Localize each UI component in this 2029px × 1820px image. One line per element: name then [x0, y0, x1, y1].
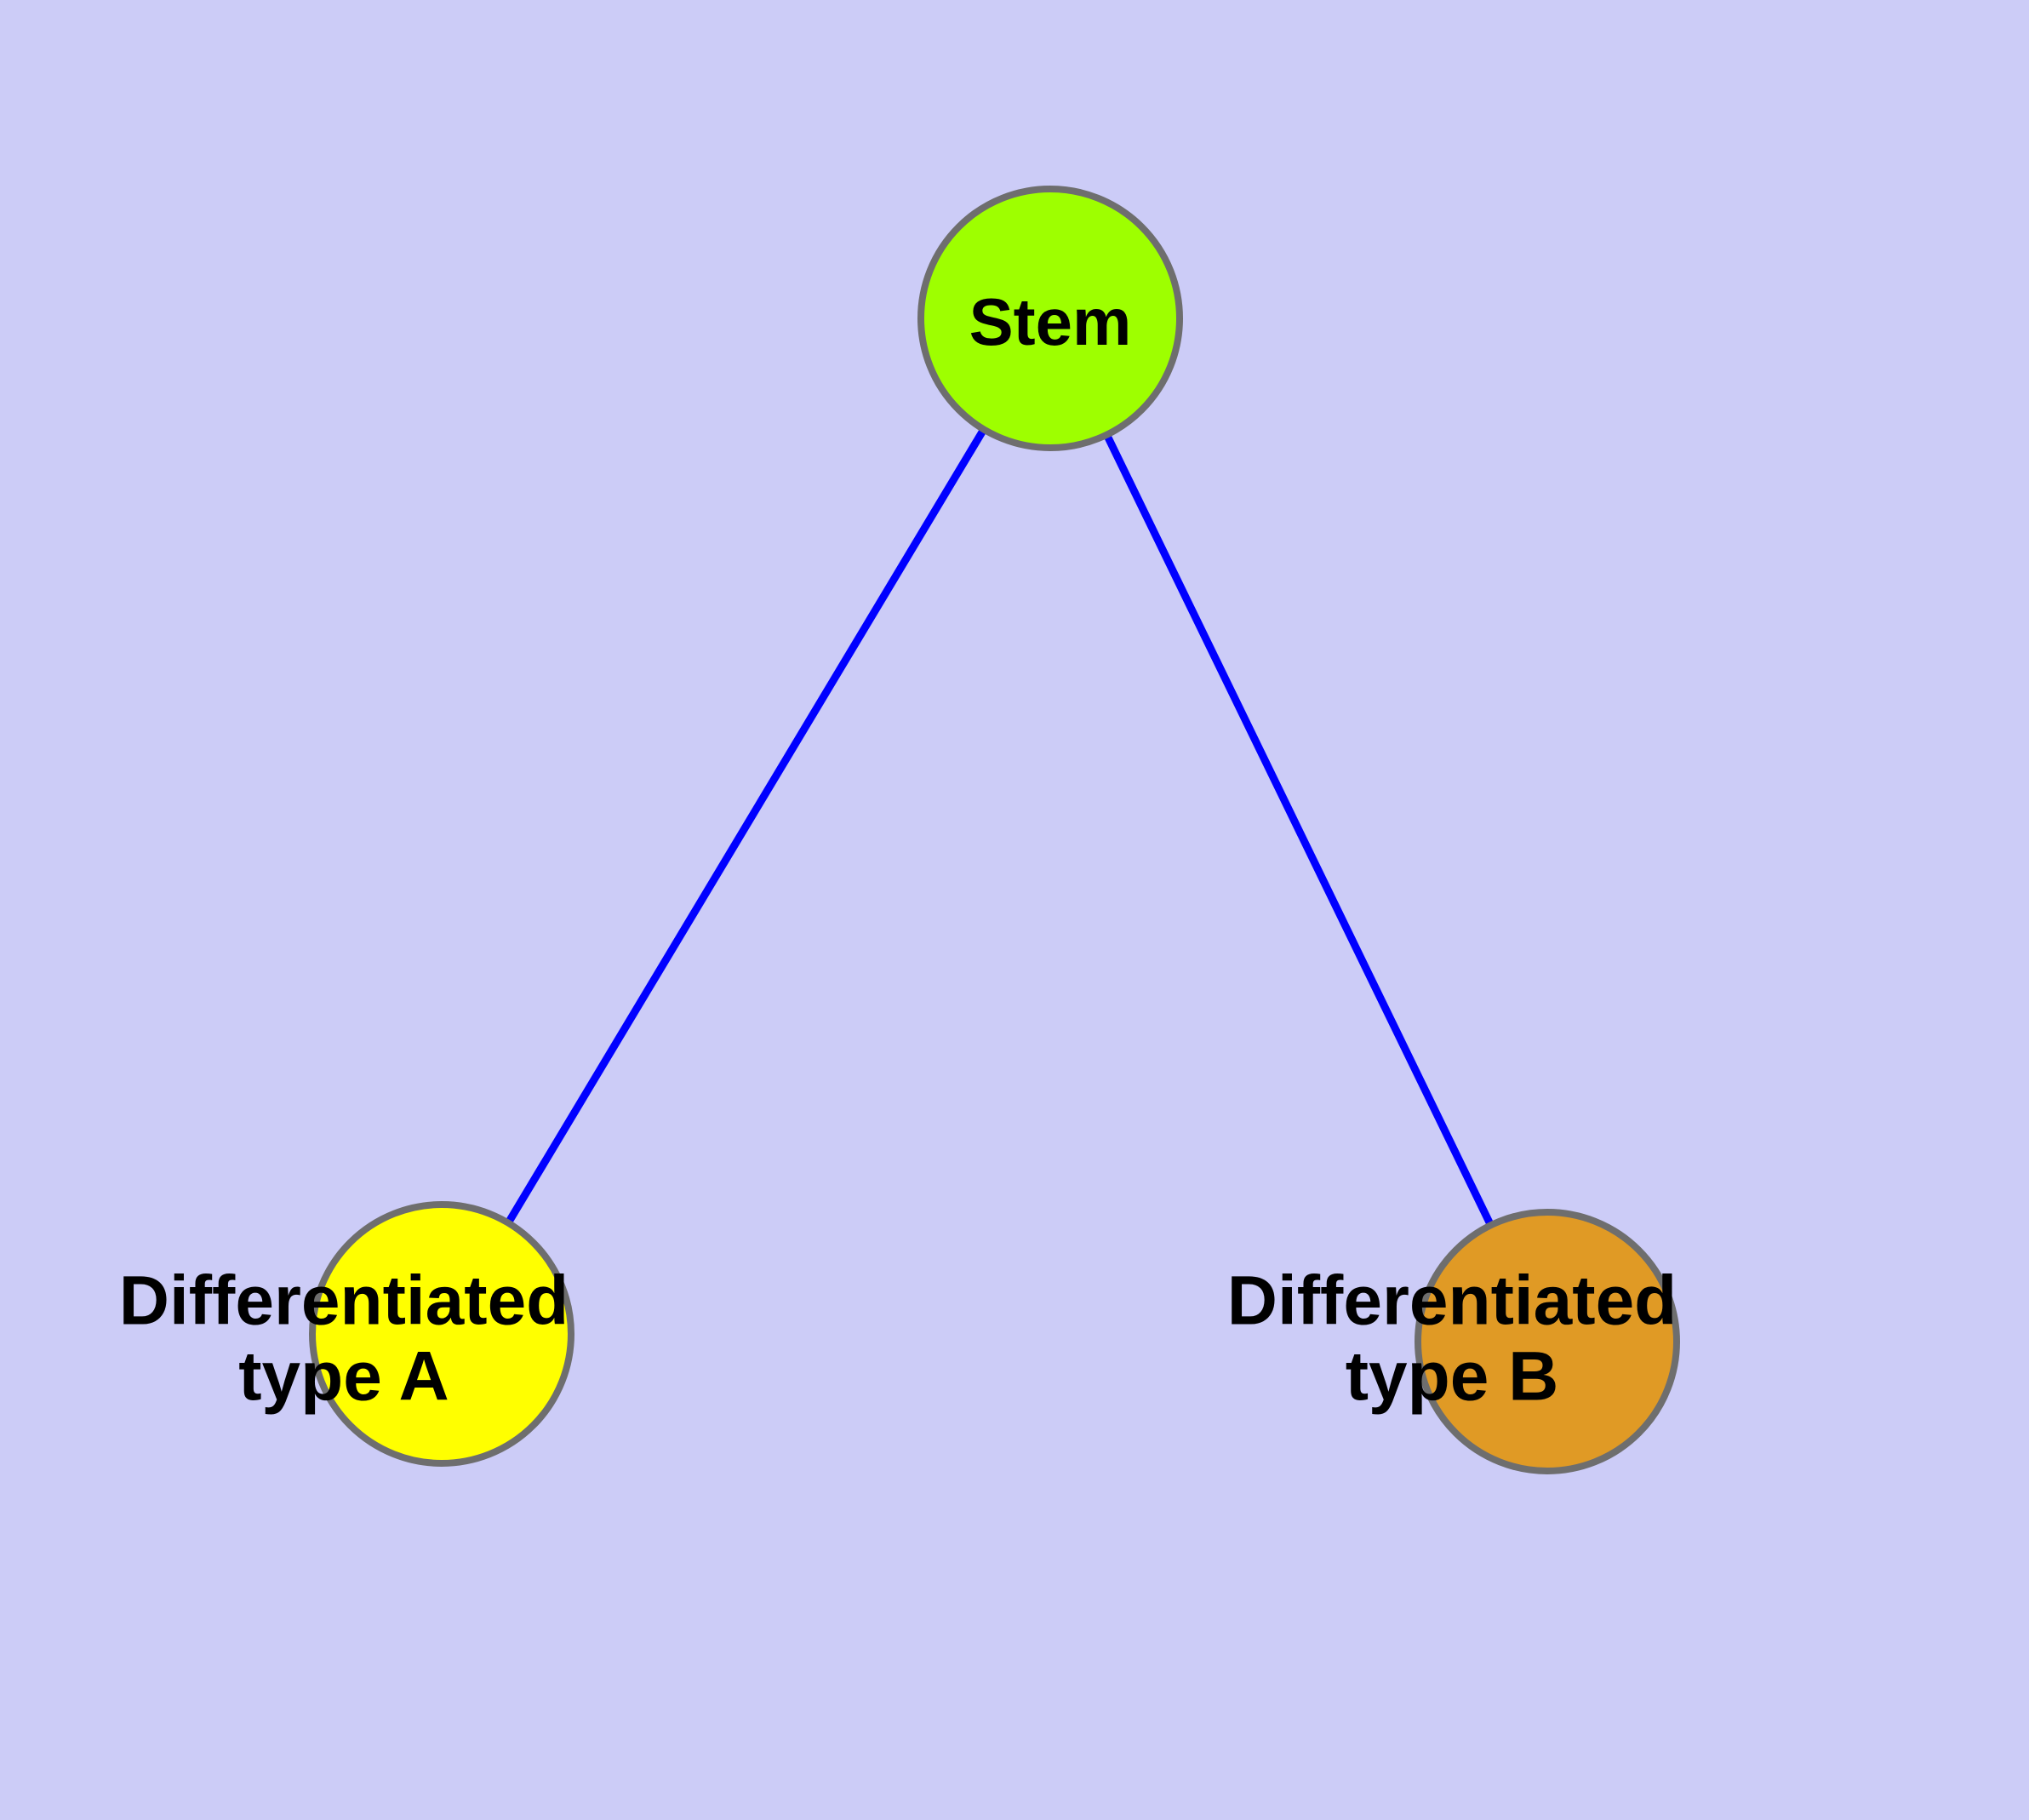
node-stem[interactable]	[917, 186, 1183, 451]
nodes-layer	[309, 186, 1680, 1474]
edge-stem-diff-b	[1102, 431, 1495, 1229]
node-diff_a[interactable]	[309, 1201, 574, 1467]
edge-stem-diff-a	[504, 426, 988, 1227]
edges-layer	[504, 426, 1495, 1229]
node-diff_b[interactable]	[1415, 1209, 1680, 1474]
